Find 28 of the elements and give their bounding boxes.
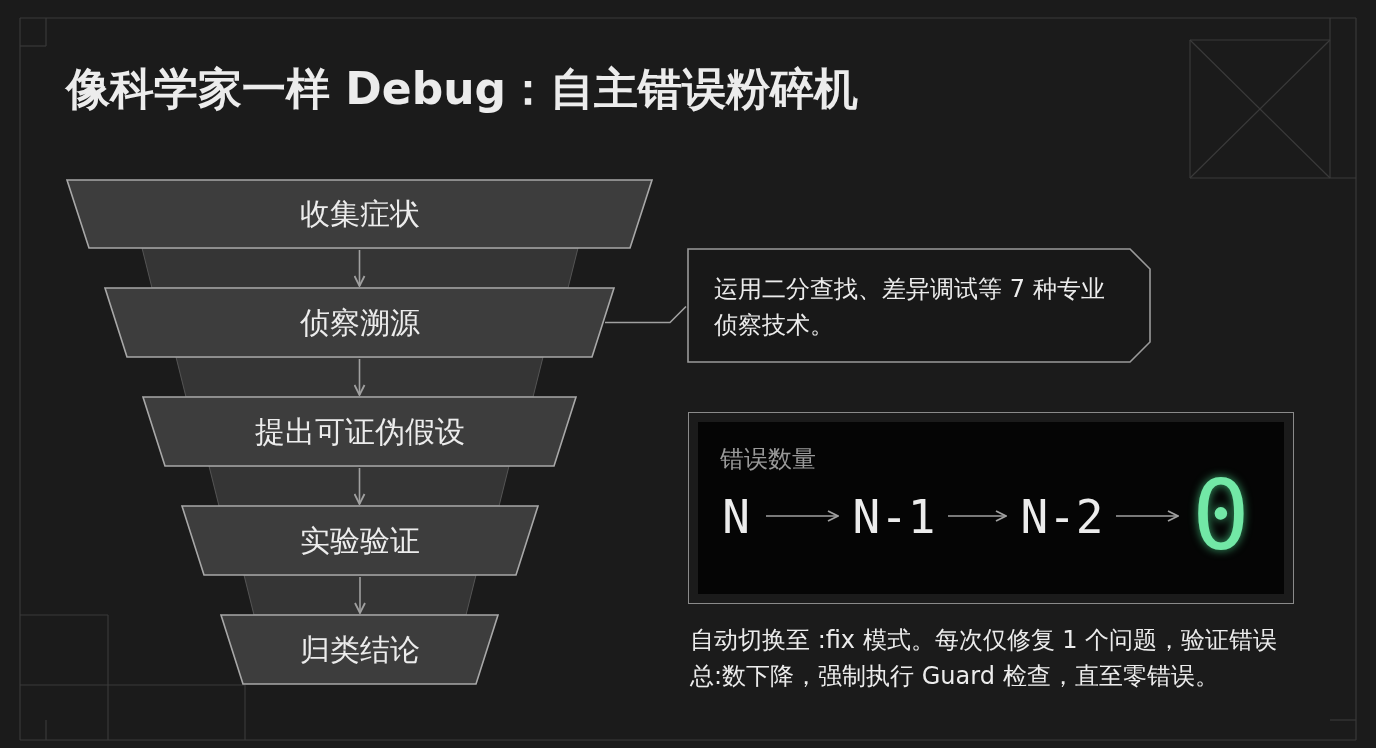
count-value: N-1 (841, 489, 947, 545)
count-value: N (707, 489, 765, 545)
stage-label: 实验验证 (299, 522, 421, 559)
funnel-stage (182, 506, 538, 575)
stage-label: 归类结论 (298, 631, 421, 668)
description-text: 自动切换至 :fix 模式。每次仅修复 1 个问题，验证错误总:数下降，强制执行 Guard 检查，直至零错误。 (690, 625, 1279, 692)
arrow (353, 249, 366, 287)
stage-label: 侦察溯源 (298, 304, 421, 341)
stage-label: 收集症状 (298, 196, 421, 232)
callout-text: 运用二分查找、差异调试等 7 种专业侦察技术。 (714, 274, 1106, 341)
arrow (765, 510, 839, 522)
stage-label: 提出可证伪假设 (253, 413, 466, 450)
panel-heading: 错误数量 (720, 444, 816, 475)
leader-line (604, 305, 687, 324)
zero-count-value: 0 (1181, 463, 1261, 569)
funnel-stage (67, 180, 652, 248)
arrow (353, 358, 366, 396)
arrow (354, 576, 366, 614)
funnel-stage (221, 615, 498, 684)
title: 像科学家一样 Debug：自主错误粉碎机 (66, 62, 858, 116)
count-value: N-2 (1009, 489, 1115, 545)
arrow (353, 467, 366, 505)
funnel-stage (105, 288, 614, 357)
arrow (947, 510, 1007, 522)
callout-box (688, 249, 1150, 362)
counter-panel (688, 412, 1294, 604)
funnel-stage (143, 397, 576, 466)
arrow (1115, 510, 1179, 522)
